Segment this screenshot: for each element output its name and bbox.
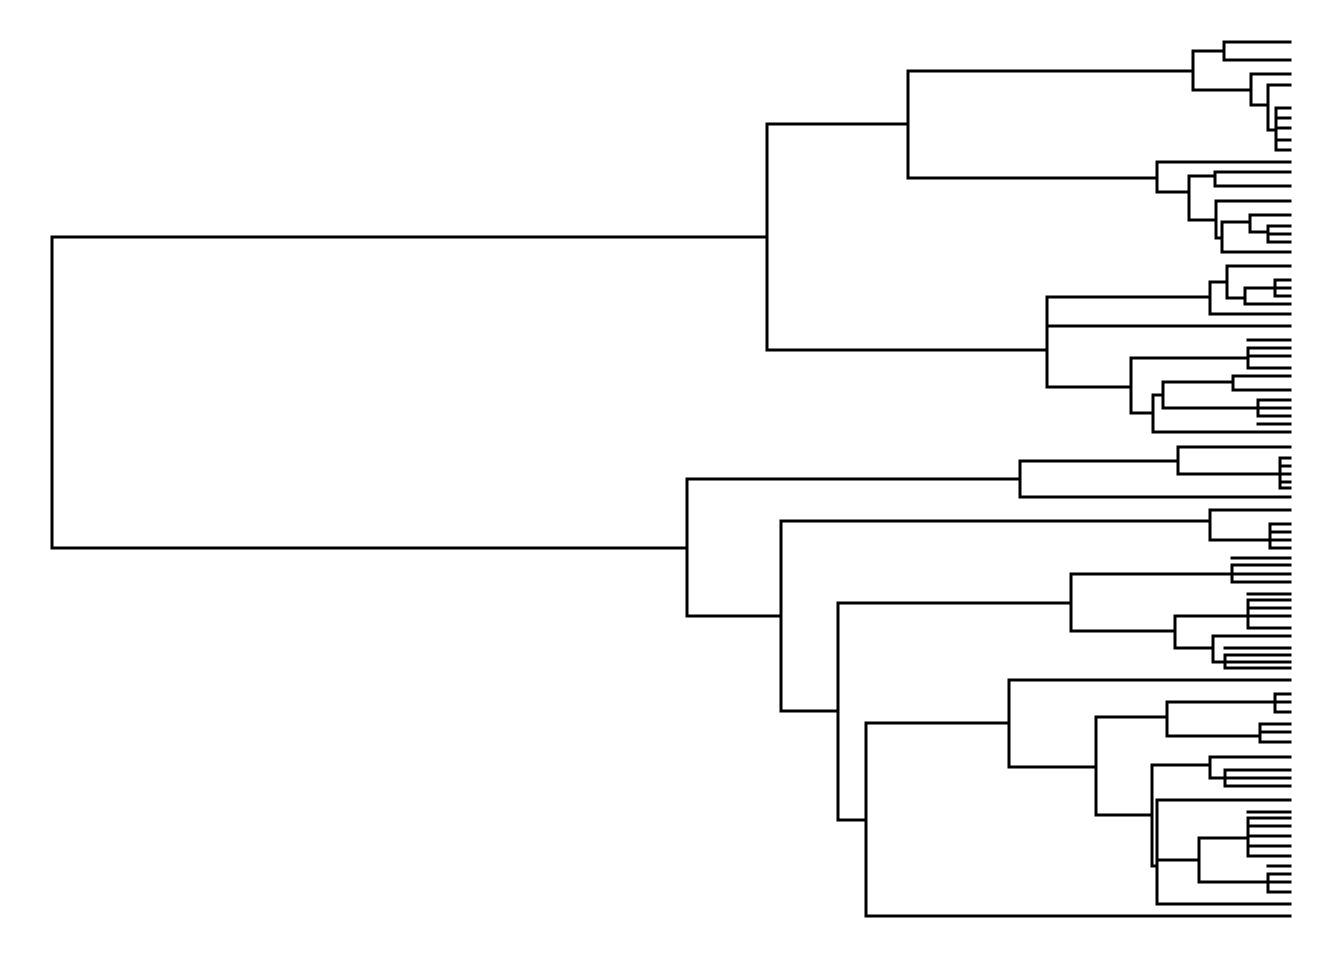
dendrogram-canvas bbox=[50, 40, 1292, 918]
dendrogram bbox=[50, 40, 1292, 918]
